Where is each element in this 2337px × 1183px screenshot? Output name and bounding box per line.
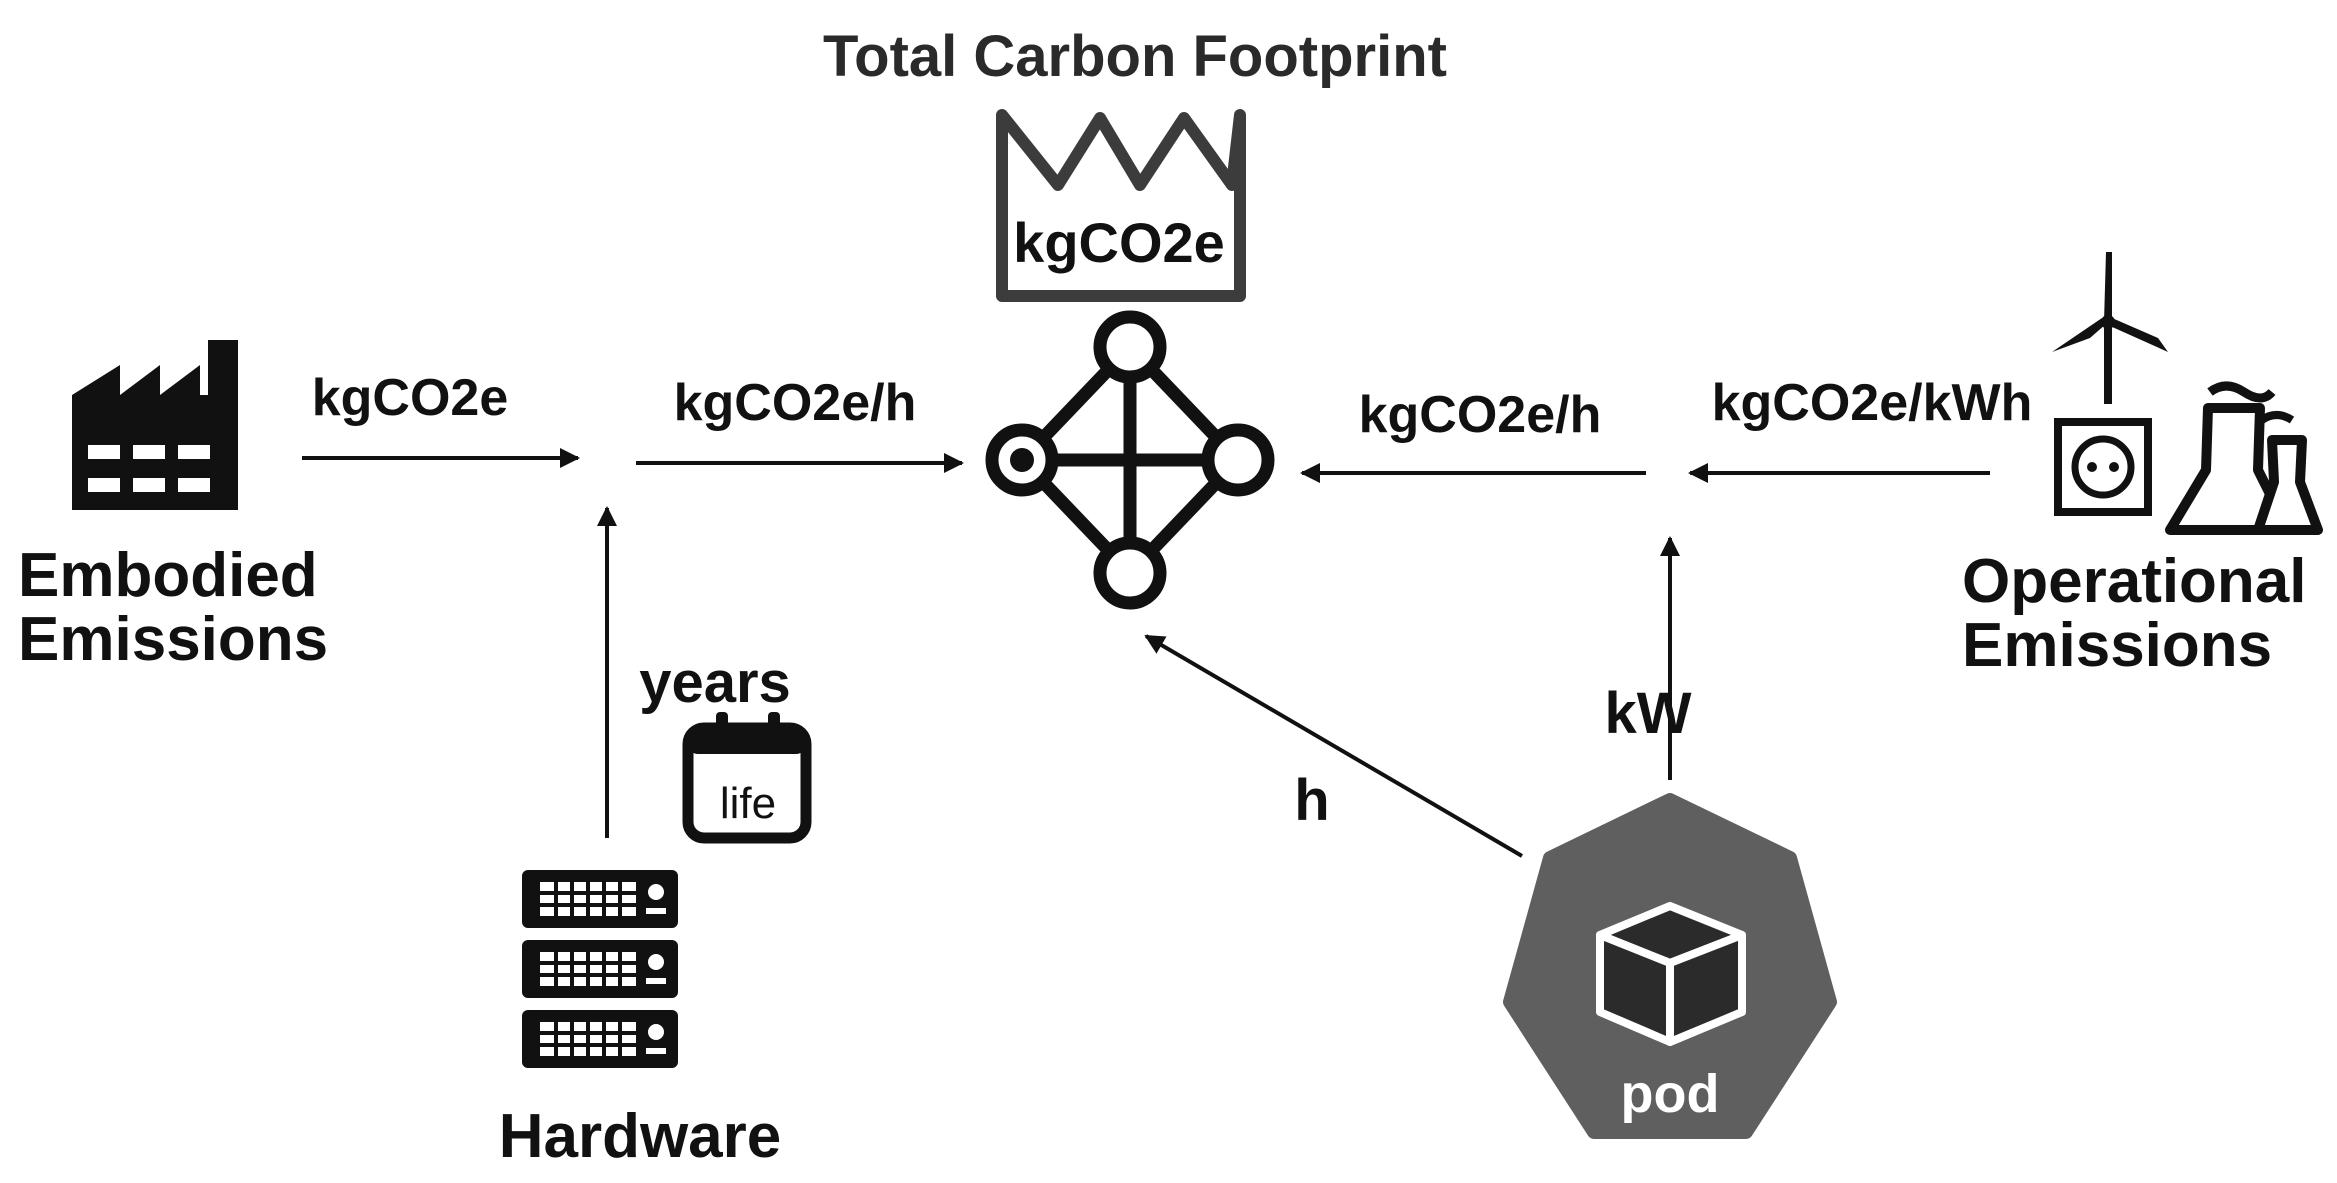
pod-power-unit: kW: [1605, 681, 1692, 746]
lifetime-calendar-icon: [682, 712, 812, 844]
calendar-life-text: life: [720, 779, 776, 828]
embodied-line1: Embodied: [18, 541, 318, 610]
embodied-output-unit: kgCO2e: [312, 369, 509, 427]
pod-label: pod: [1621, 1064, 1720, 1124]
power-plant-icon: [2165, 381, 2323, 535]
total-footprint-crown-icon: [996, 109, 1246, 302]
operational-emissions-label: Operational Emissions: [1962, 547, 2324, 680]
embodied-rate-label: kgCO2e/h: [674, 374, 917, 432]
aggregation-network-icon: [985, 310, 1275, 610]
operational-rate-label: kgCO2e/h: [1359, 386, 1602, 444]
carbon-intensity-label: kgCO2e/kWh: [1712, 374, 2033, 432]
pod-cube-icon: [1596, 902, 1746, 1046]
embodied-emissions-label: Embodied Emissions: [18, 541, 335, 674]
embodied-line2: Emissions: [18, 605, 328, 674]
diagram-title: Total Carbon Footprint: [823, 24, 1447, 89]
operational-line2: Emissions: [1962, 611, 2272, 680]
hardware-lifetime-unit: years: [639, 650, 791, 715]
factory-icon: [72, 340, 238, 510]
total-unit-label: kgCO2e: [1013, 211, 1225, 274]
server-rack-icon: [522, 870, 678, 1068]
operational-line1: Operational: [1962, 547, 2307, 616]
hardware-label: Hardware: [499, 1102, 782, 1171]
wind-turbine-icon: [2052, 252, 2168, 404]
power-socket-icon: [2054, 418, 2152, 516]
pod-time-arrow: [1144, 634, 1524, 858]
pod-time-unit: h: [1294, 768, 1329, 833]
